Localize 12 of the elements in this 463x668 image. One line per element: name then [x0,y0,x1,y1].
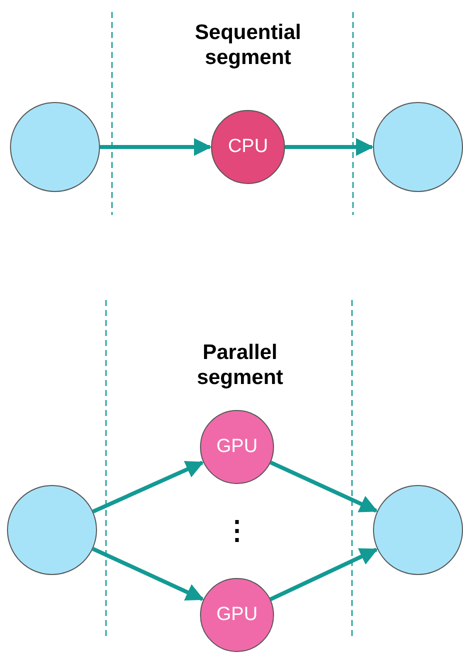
ellipsis-label: ⋮ [223,518,251,543]
arrow [100,138,212,156]
processor-circle: GPU [200,578,274,652]
segment-title: Parallel segment [196,340,284,390]
arrow [270,548,378,602]
segment-title: Sequential segment [194,20,302,70]
processor-circle: CPU [211,110,285,184]
arrow [92,546,204,601]
processor-circle: GPU [200,410,274,484]
arrow [270,460,378,513]
arrow [285,138,374,156]
arrow [92,460,204,514]
